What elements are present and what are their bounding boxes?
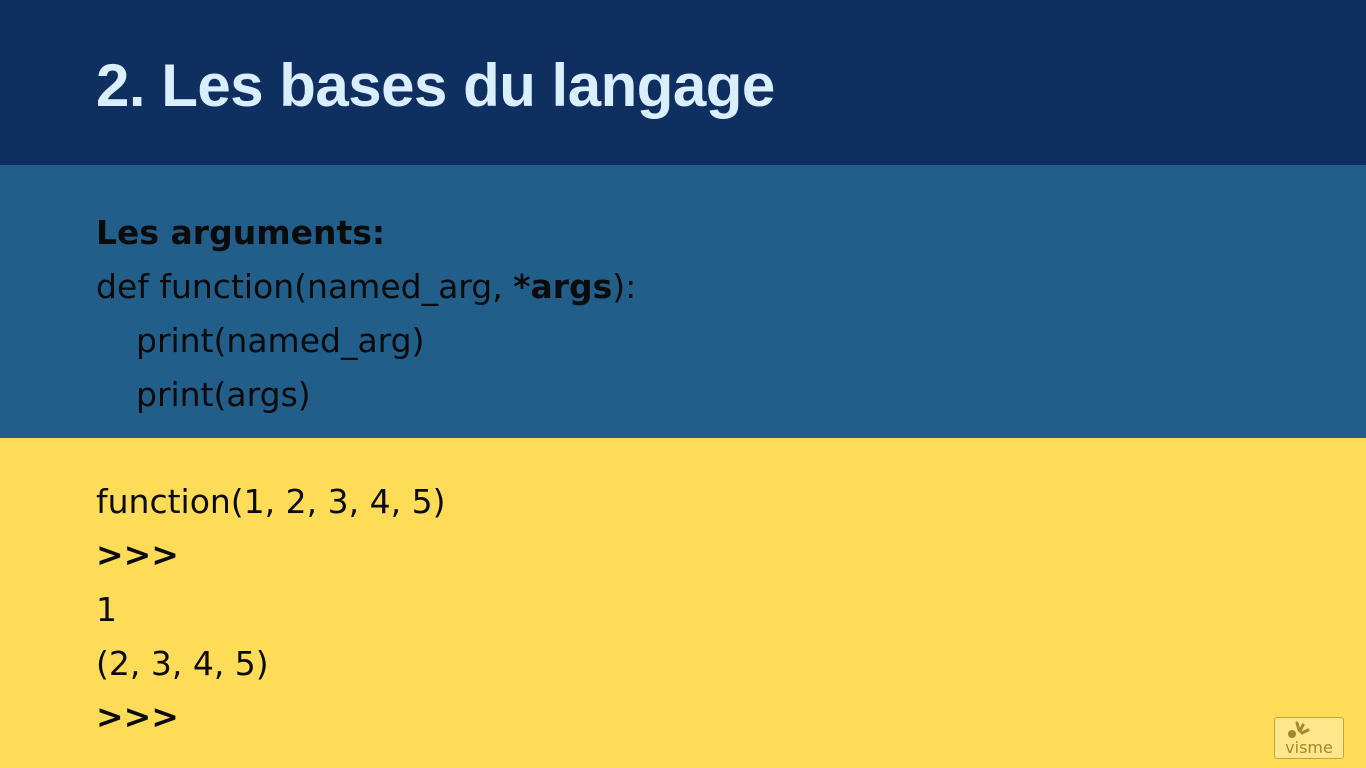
visme-logo-icon (1288, 721, 1310, 738)
output-line-args: (2, 3, 4, 5) (96, 644, 269, 683)
def-line-suffix: ): (612, 267, 637, 306)
def-line-args: *args (513, 267, 613, 306)
arguments-heading: Les arguments: (96, 213, 386, 252)
output-band (2, 438, 1366, 768)
code-line-print-named-arg: print(named_arg) (136, 321, 425, 360)
visme-label: visme (1285, 738, 1333, 757)
code-line-print-args: print(args) (136, 375, 311, 414)
title-band: 2. Les bases du langage (0, 0, 1366, 165)
output-line-prompt: >>> (96, 535, 179, 574)
def-line-prefix: def function(named_arg, (96, 267, 514, 306)
output-line-named-arg: 1 (96, 590, 117, 629)
output-line-call: function(1, 2, 3, 4, 5) (96, 482, 446, 521)
output-line-prompt-end: >>> (96, 697, 179, 736)
code-band (0, 165, 1366, 438)
def-line: def function(named_arg, *args): (96, 265, 636, 309)
visme-watermark[interactable]: visme (1274, 717, 1344, 759)
slide-title: 2. Les bases du langage (96, 52, 775, 119)
